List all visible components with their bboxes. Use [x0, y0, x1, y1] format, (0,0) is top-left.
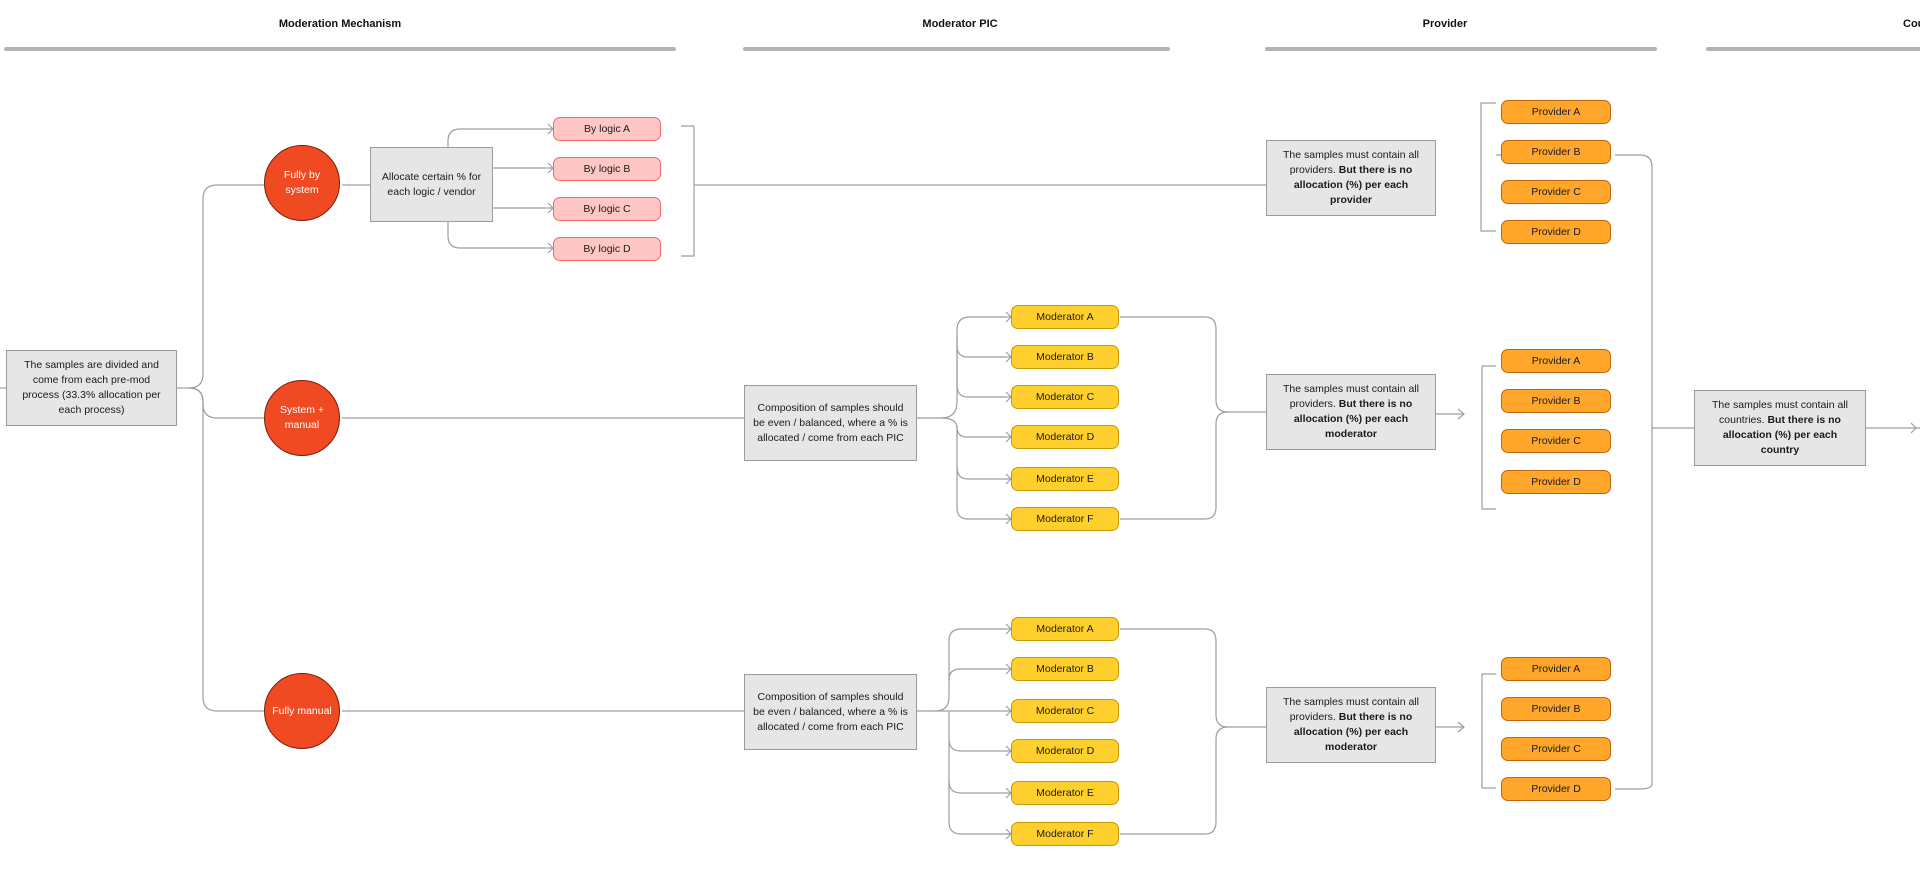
mechanism-fully-manual: Fully manual	[264, 673, 340, 749]
column-header-divider	[1265, 47, 1657, 51]
logic-pill-a: By logic A	[553, 117, 661, 141]
allocate-box: Allocate certain % for each logic / vend…	[370, 147, 493, 222]
moderator-pill-a: Moderator A	[1011, 305, 1119, 329]
moderator-pill-f: Moderator F	[1011, 822, 1119, 846]
provider-pill-a: Provider A	[1501, 349, 1611, 373]
moderator-pill-b: Moderator B	[1011, 345, 1119, 369]
column-header-moderator-pic: Moderator PIC	[922, 18, 998, 30]
moderator-allocation-text: The samples must contain all providers.	[1283, 696, 1419, 723]
moderator-pill-d: Moderator D	[1011, 425, 1119, 449]
column-header-country: Cou	[1903, 18, 1920, 30]
column-header-divider	[1706, 47, 1920, 51]
logic-pill-b: By logic B	[553, 157, 661, 181]
mechanism-fully-by-system: Fully by system	[264, 145, 340, 221]
moderator-allocation-note: But there is no allocation (%) per each …	[1293, 398, 1413, 440]
provider-pill-c: Provider C	[1501, 429, 1611, 453]
provider-pill-a: Provider A	[1501, 100, 1611, 124]
moderator-pill-a: Moderator A	[1011, 617, 1119, 641]
column-header-divider	[743, 47, 1170, 51]
moderator-allocation-note: But there is no allocation (%) per each …	[1293, 711, 1413, 753]
moderator-pill-e: Moderator E	[1011, 467, 1119, 491]
column-header-moderation-mechanism: Moderation Mechanism	[278, 18, 402, 30]
moderator-allocation-box: The samples must contain all providers. …	[1266, 687, 1436, 763]
moderator-pill-d: Moderator D	[1011, 739, 1119, 763]
start-box: The samples are divided and come from ea…	[6, 350, 177, 426]
moderator-allocation-box: The samples must contain all providers. …	[1266, 374, 1436, 450]
provider-pill-d: Provider D	[1501, 220, 1611, 244]
composition-box: Composition of samples should be even / …	[744, 674, 917, 750]
column-header-provider: Provider	[1422, 18, 1468, 30]
provider-pill-b: Provider B	[1501, 140, 1611, 164]
provider-pill-b: Provider B	[1501, 697, 1611, 721]
moderator-allocation-text: The samples must contain all providers.	[1283, 383, 1419, 410]
moderator-pill-f: Moderator F	[1011, 507, 1119, 531]
provider-pill-c: Provider C	[1501, 737, 1611, 761]
country-allocation-note: But there is no allocation (%) per each …	[1722, 414, 1841, 456]
logic-pill-d: By logic D	[553, 237, 661, 261]
provider-allocation-note: But there is no allocation (%) per each …	[1293, 164, 1413, 206]
provider-pill-a: Provider A	[1501, 657, 1611, 681]
moderator-pill-c: Moderator C	[1011, 385, 1119, 409]
moderator-pill-b: Moderator B	[1011, 657, 1119, 681]
column-header-divider	[4, 47, 676, 51]
moderator-pill-c: Moderator C	[1011, 699, 1119, 723]
provider-pill-b: Provider B	[1501, 389, 1611, 413]
provider-allocation-box: The samples must contain all providers. …	[1266, 140, 1436, 216]
country-allocation-box: The samples must contain all countries. …	[1694, 390, 1866, 466]
logic-pill-c: By logic C	[553, 197, 661, 221]
provider-pill-d: Provider D	[1501, 470, 1611, 494]
composition-box: Composition of samples should be even / …	[744, 385, 917, 461]
provider-allocation-text: The samples must contain all providers.	[1283, 149, 1419, 176]
provider-pill-d: Provider D	[1501, 777, 1611, 801]
mechanism-system-manual: System + manual	[264, 380, 340, 456]
country-allocation-text: The samples must contain all countries.	[1712, 399, 1848, 426]
provider-pill-c: Provider C	[1501, 180, 1611, 204]
moderator-pill-e: Moderator E	[1011, 781, 1119, 805]
